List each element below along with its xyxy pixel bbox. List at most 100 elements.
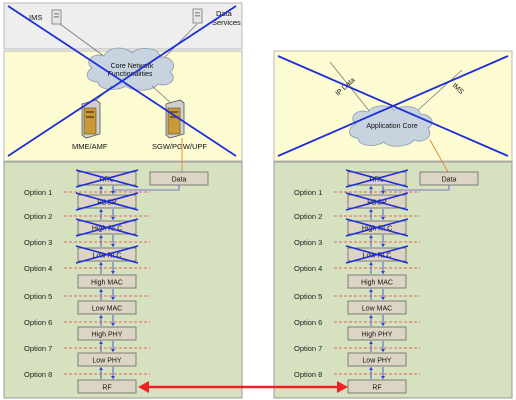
- right-option-label: Option 8: [294, 370, 322, 379]
- right-layer-cross-mark: [345, 192, 409, 211]
- right-layer-box: [347, 274, 407, 289]
- left-option-label: Option 8: [24, 370, 52, 379]
- right-layer-label: High MAC: [361, 280, 393, 287]
- left-option-label: Option 6: [24, 318, 52, 327]
- right-arrow-head: [381, 217, 385, 220]
- data-services-server-icon: [192, 8, 203, 24]
- right-option-label: Option 6: [294, 318, 322, 327]
- right-arrow-head: [369, 209, 373, 212]
- right-layer-box: [347, 379, 407, 394]
- left-arrow-head: [111, 244, 115, 247]
- left-layer-label: PDCP: [97, 200, 117, 207]
- services-core-link: [161, 23, 198, 61]
- left-layer-box: [77, 379, 137, 394]
- cloud-gw-link: [151, 85, 173, 105]
- left-layer-cross-mark: [75, 245, 139, 264]
- left-arrow-head: [99, 262, 103, 265]
- mme-amf-label: MME/AMF: [72, 142, 108, 151]
- left-layer-label: High PHY: [92, 332, 123, 339]
- right-layer-cross-mark: [345, 169, 409, 188]
- left-arrow-head: [99, 341, 103, 344]
- left-layer-box: [77, 352, 137, 367]
- right-layer-label: RRC: [369, 177, 384, 184]
- core-network-cloud: [86, 47, 174, 91]
- left-arrow-head: [111, 297, 115, 300]
- app-ims-link: [415, 69, 463, 113]
- right-arrow-head: [369, 341, 373, 344]
- left-arrow-head: [99, 289, 103, 292]
- left-arrow-head: [99, 235, 103, 238]
- right-layer-box: [347, 300, 407, 315]
- app-core-cross-mark: [277, 55, 509, 157]
- left-arrow-head: [111, 323, 115, 326]
- left-arrow-head: [99, 367, 103, 370]
- right-layer-cross-mark: [345, 218, 409, 237]
- left-layer-label: Low RLC: [93, 253, 122, 260]
- right-option-label: Option 1: [294, 188, 322, 197]
- right-option-label: Option 4: [294, 264, 322, 273]
- left-option-label: Option 3: [24, 238, 52, 247]
- right-arrow-head: [369, 235, 373, 238]
- right-option-label: Option 7: [294, 344, 322, 353]
- left-layer-label: Low PHY: [92, 358, 122, 365]
- right-arrow-head: [381, 323, 385, 326]
- right-arrow-head: [381, 244, 385, 247]
- right-option-label: Option 5: [294, 292, 322, 301]
- core-cross-mark: [7, 5, 237, 157]
- fronthaul-link-arrow: [138, 381, 348, 393]
- right-layer-label: Low RLC: [363, 253, 392, 260]
- left-layer-box: [77, 274, 137, 289]
- left-layer-label: High MAC: [91, 280, 123, 287]
- left-layer-cross-mark: [75, 218, 139, 237]
- left-layer-label: RF: [102, 385, 111, 392]
- left-arrow-head: [111, 376, 115, 379]
- left-layer-cross-mark: [75, 192, 139, 211]
- right-arrow-head: [369, 289, 373, 292]
- right-layer-label: Low MAC: [362, 306, 392, 313]
- left-layer-label: RRC: [99, 177, 114, 184]
- left-data-label: Data: [172, 177, 187, 184]
- right-layer-box: [347, 326, 407, 341]
- right-layer-label: RF: [372, 385, 381, 392]
- right-arrow-head: [381, 349, 385, 352]
- mme-amf-server-icon: [81, 99, 101, 139]
- right-data-label: Data: [442, 177, 457, 184]
- right-layer-label: Low PHY: [362, 358, 392, 365]
- ims-label: IMS: [29, 13, 42, 22]
- left-arrow-head: [111, 217, 115, 220]
- left-arrow-head: [111, 271, 115, 274]
- right-arrow-head: [381, 297, 385, 300]
- right-layer-cross-mark: [345, 245, 409, 264]
- left-layer-box: [77, 300, 137, 315]
- right-arrow-head: [381, 376, 385, 379]
- right-layer-label: High PHY: [362, 332, 393, 339]
- right-arrow-head: [369, 186, 373, 189]
- ims-server-icon: [51, 9, 62, 25]
- left-layer-box: [77, 326, 137, 341]
- right-arrow-head: [369, 315, 373, 318]
- app-core-cloud-label: Application Core: [366, 123, 417, 130]
- left-option-label: Option 1: [24, 188, 52, 197]
- left-option-label: Option 5: [24, 292, 52, 301]
- left-arrow-head: [99, 315, 103, 318]
- left-layer-label: Low MAC: [92, 306, 122, 313]
- sgw-pgw-upf-label: SGW/PGW/UPF: [152, 142, 207, 151]
- left-option-label: Option 7: [24, 344, 52, 353]
- left-arrow-head: [111, 349, 115, 352]
- right-layer-label: High RLC: [362, 226, 392, 233]
- right-layer-box: [347, 352, 407, 367]
- left-option-label: Option 4: [24, 264, 52, 273]
- sgw-pgw-upf-server-icon: [165, 99, 185, 139]
- left-option-label: Option 2: [24, 212, 52, 221]
- right-layer-label: PDCP: [367, 200, 387, 207]
- left-arrow-head: [99, 186, 103, 189]
- right-arrow-head: [369, 262, 373, 265]
- right-arrow-head: [369, 367, 373, 370]
- right-option-label: Option 2: [294, 212, 322, 221]
- app-core-data-link: [429, 139, 449, 173]
- left-layer-label: High RLC: [92, 226, 122, 233]
- left-arrow-head: [99, 209, 103, 212]
